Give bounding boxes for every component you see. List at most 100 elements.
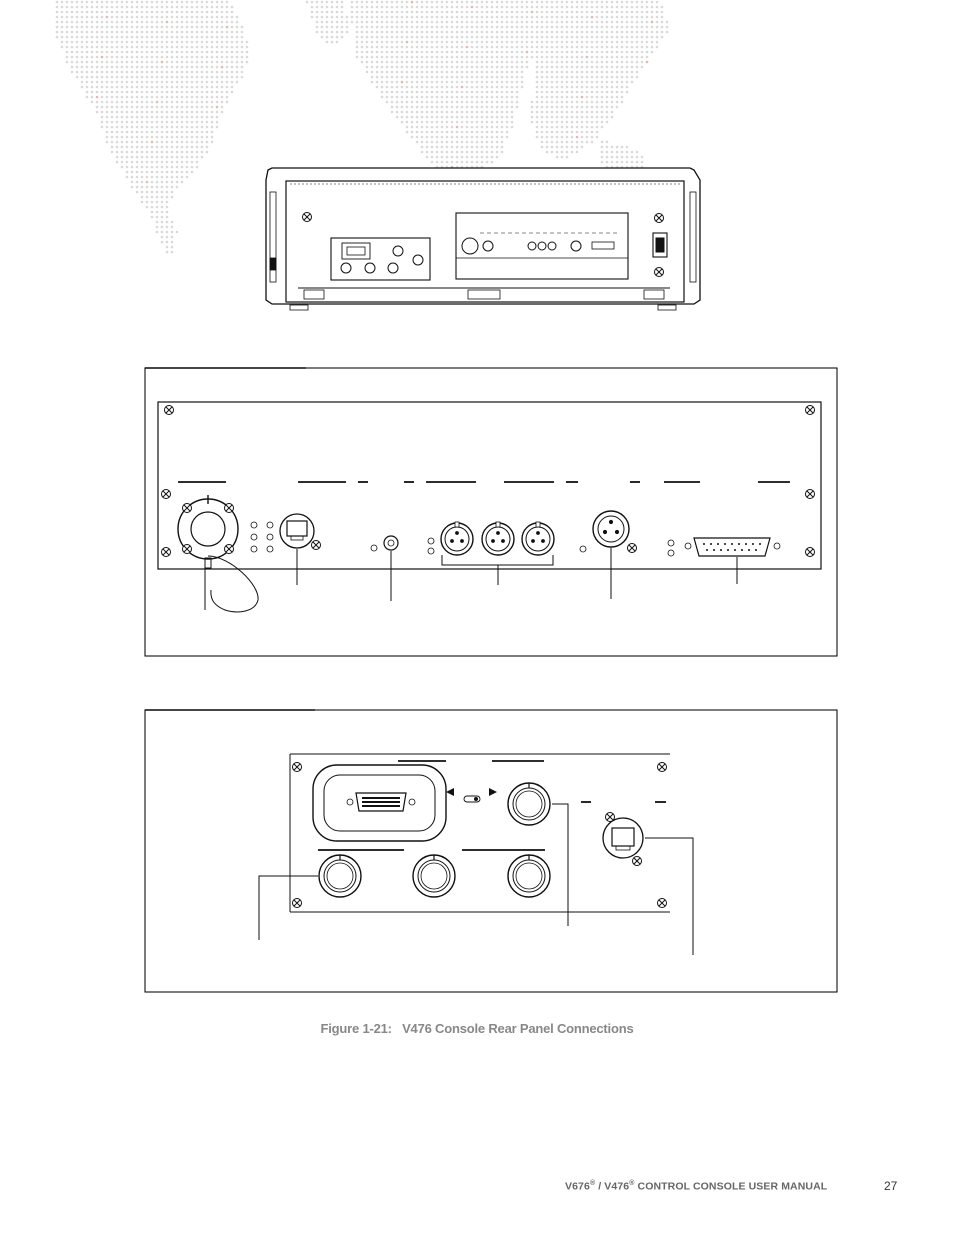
map-dot <box>525 65 529 69</box>
map-dot <box>190 10 194 14</box>
map-dot <box>360 60 364 64</box>
map-dot <box>380 10 384 14</box>
map-dot <box>325 40 329 44</box>
map-dot <box>415 5 419 9</box>
map-dot <box>150 10 154 14</box>
map-dot <box>110 20 114 24</box>
map-dot <box>625 10 629 14</box>
map-dot <box>500 35 504 39</box>
map-dot <box>495 65 499 69</box>
map-dot <box>230 55 234 59</box>
map-dot <box>615 25 619 29</box>
map-dot <box>505 30 509 34</box>
map-dot <box>130 30 134 34</box>
map-dot <box>625 40 629 44</box>
map-dot <box>90 35 94 39</box>
map-dot <box>215 50 219 54</box>
map-dot <box>220 35 224 39</box>
map-dot <box>205 25 209 29</box>
map-dot <box>75 55 79 59</box>
map-dot <box>125 45 129 49</box>
map-dot <box>130 20 134 24</box>
map-dot <box>110 0 114 4</box>
map-dot <box>90 20 94 24</box>
map-dot <box>160 45 164 49</box>
map-dot <box>350 15 354 19</box>
map-dot <box>115 0 119 4</box>
map-dot <box>465 25 469 29</box>
map-dot <box>570 25 574 29</box>
map-dot <box>110 40 114 44</box>
map-dot <box>480 65 484 69</box>
map-dot <box>370 60 374 64</box>
map-dot <box>600 15 604 19</box>
map-dot <box>115 65 119 69</box>
map-dot <box>80 15 84 19</box>
map-dot <box>160 50 164 54</box>
map-dot <box>620 35 624 39</box>
map-dot <box>475 35 479 39</box>
map-dot <box>170 5 174 9</box>
map-dot <box>230 15 234 19</box>
map-dot <box>515 5 519 9</box>
map-dot <box>660 35 664 39</box>
map-dot <box>390 60 394 64</box>
map-dot <box>170 20 174 24</box>
map-dot <box>585 60 589 64</box>
map-dot <box>105 40 109 44</box>
map-dot <box>160 55 164 59</box>
map-dot <box>405 45 409 49</box>
map-dot <box>430 50 434 54</box>
map-dot <box>115 70 119 74</box>
map-dot <box>600 35 604 39</box>
map-dot <box>125 25 129 29</box>
map-dot <box>65 15 69 19</box>
map-dot <box>90 0 94 4</box>
map-dot <box>115 25 119 29</box>
map-dot <box>500 15 504 19</box>
map-dot <box>395 5 399 9</box>
map-dot <box>625 0 629 4</box>
map-dot <box>385 60 389 64</box>
map-dot <box>130 5 134 9</box>
map-dot <box>220 65 224 69</box>
map-dot <box>410 35 414 39</box>
map-dot <box>450 55 454 59</box>
map-dot <box>440 55 444 59</box>
map-dot <box>570 10 574 14</box>
map-dot <box>550 30 554 34</box>
map-dot <box>125 55 129 59</box>
map-dot <box>510 55 514 59</box>
map-dot <box>230 10 234 14</box>
map-dot <box>560 15 564 19</box>
map-dot <box>435 45 439 49</box>
map-dot <box>100 45 104 49</box>
map-dot <box>495 15 499 19</box>
map-dot <box>430 25 434 29</box>
map-dot <box>140 45 144 49</box>
map-dot <box>490 55 494 59</box>
map-dot <box>220 40 224 44</box>
map-dot <box>645 5 649 9</box>
map-dot <box>650 5 654 9</box>
map-dot <box>70 40 74 44</box>
map-dot <box>495 45 499 49</box>
map-dot <box>450 5 454 9</box>
map-dot <box>530 25 534 29</box>
map-dot <box>410 55 414 59</box>
map-dot <box>580 20 584 24</box>
map-dot <box>180 35 184 39</box>
map-dot <box>425 55 429 59</box>
map-dot <box>95 70 99 74</box>
map-dot <box>500 10 504 14</box>
map-dot <box>655 30 659 34</box>
map-dot <box>440 35 444 39</box>
map-dot <box>430 30 434 34</box>
map-dot <box>405 60 409 64</box>
map-dot <box>105 50 109 54</box>
map-dot <box>410 45 414 49</box>
map-dot <box>215 5 219 9</box>
map-dot <box>175 40 179 44</box>
map-dot <box>330 25 334 29</box>
map-dot <box>435 40 439 44</box>
